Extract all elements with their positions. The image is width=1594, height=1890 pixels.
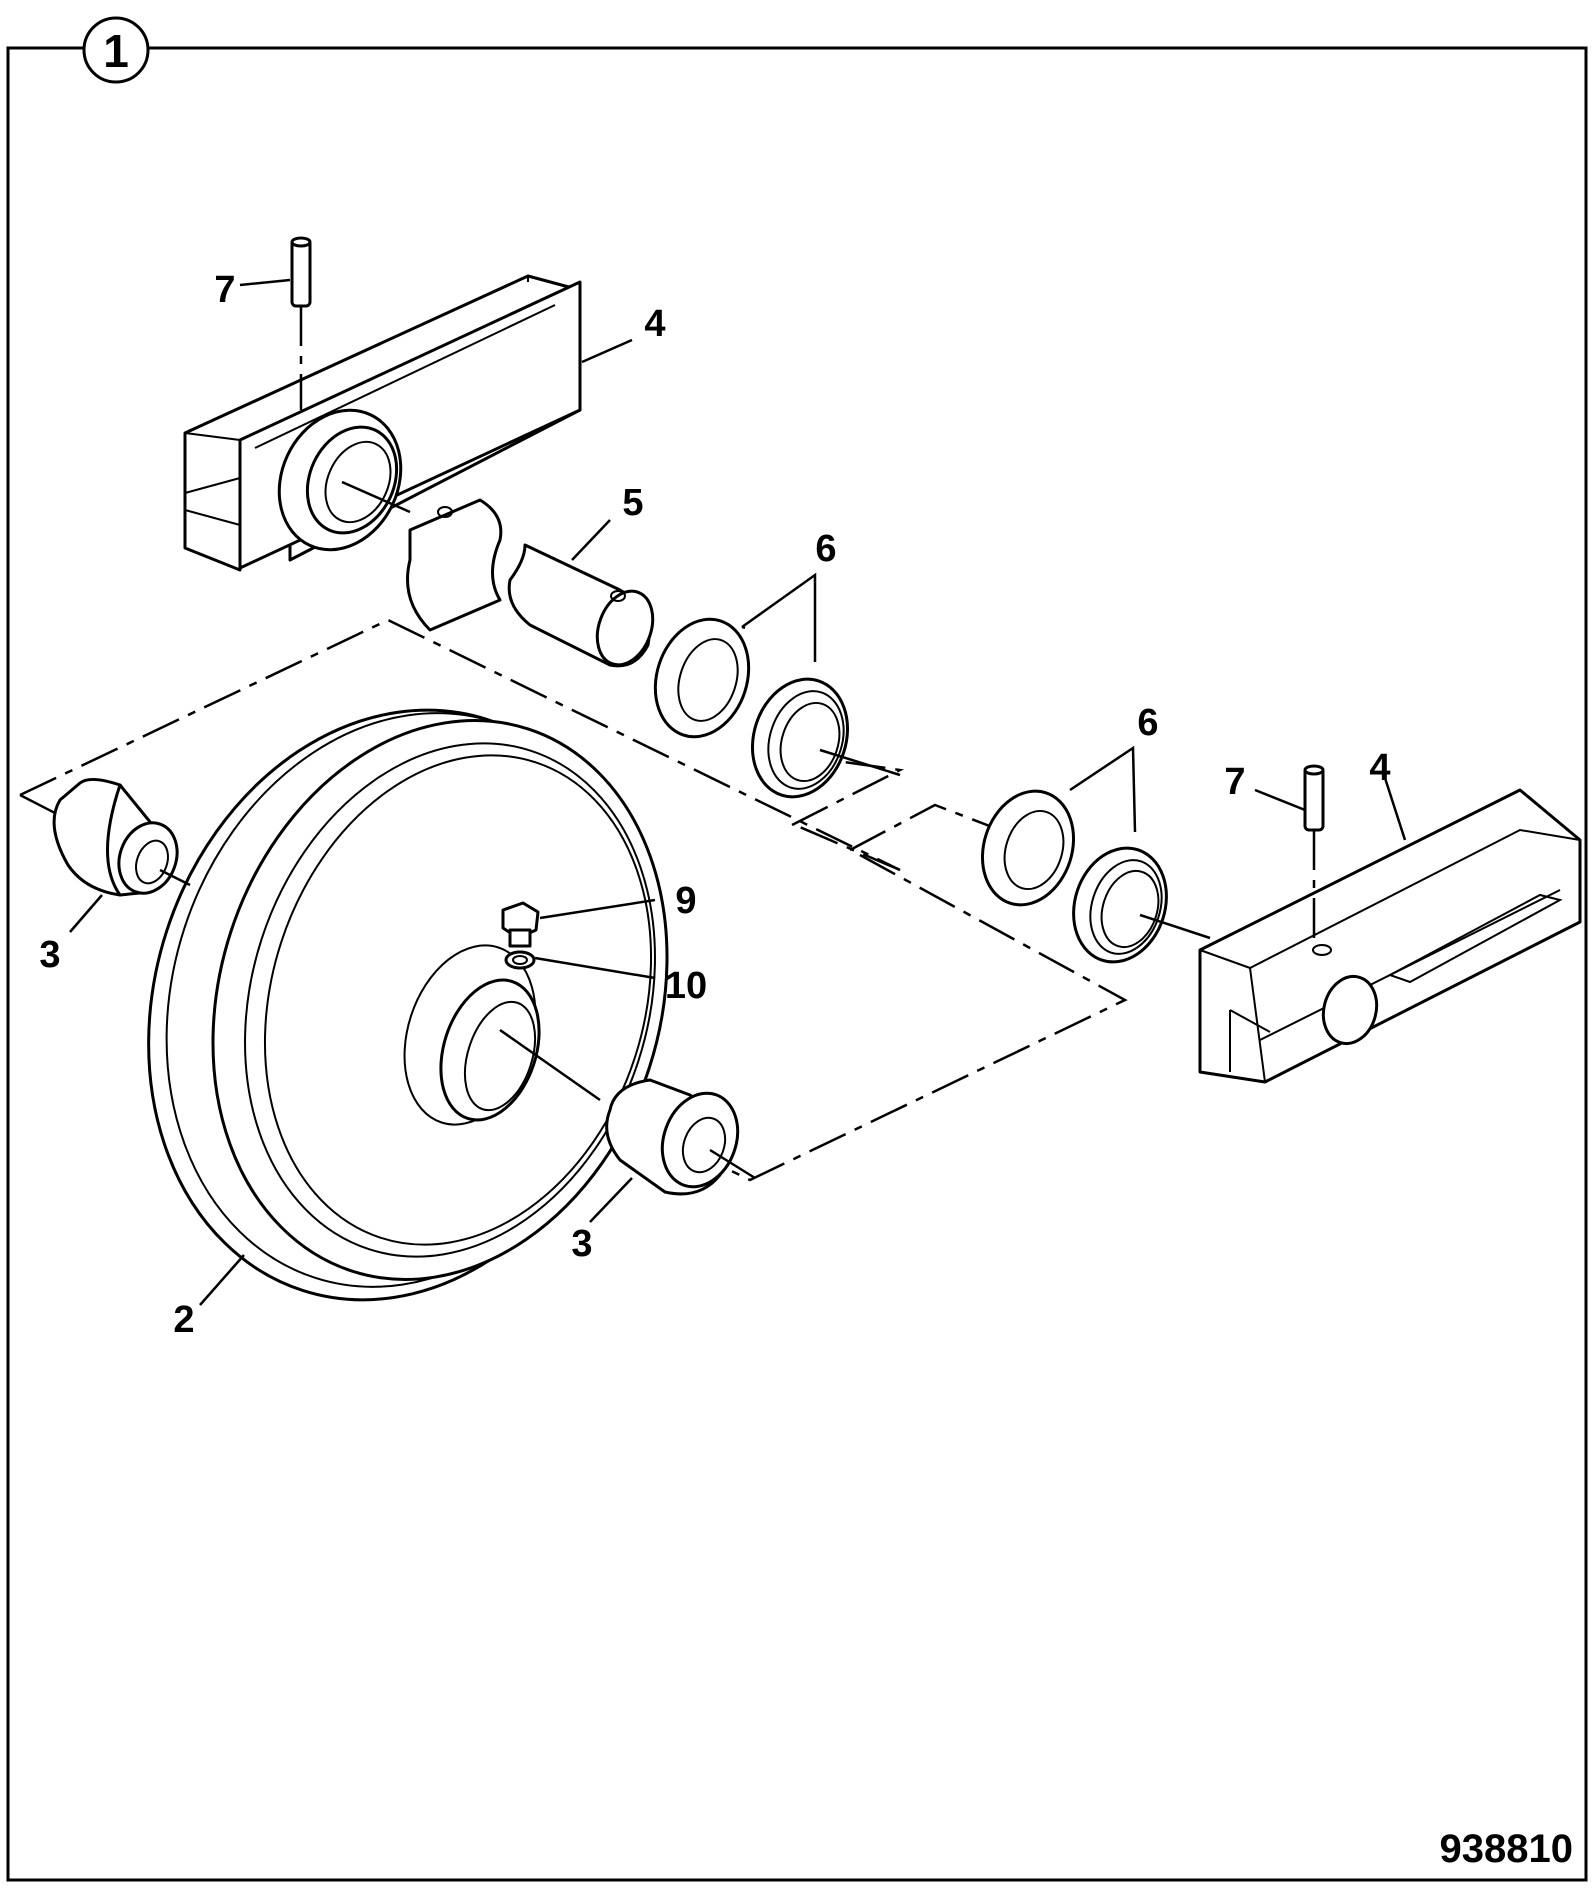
track-frame-upper	[183, 274, 582, 572]
callout-5: 5	[622, 482, 643, 524]
callout-10: 10	[665, 965, 707, 1007]
drawing-number: 938810	[1440, 1827, 1573, 1871]
sealing-washer	[504, 950, 536, 970]
seal-rings-upper	[653, 617, 901, 799]
track-frame-lower	[1198, 788, 1582, 1084]
figure-number: 1	[103, 25, 129, 77]
callout-7-lower: 7	[1224, 761, 1245, 803]
callout-leaders	[69, 278, 1407, 1306]
callout-7-upper: 7	[214, 269, 235, 311]
bushing-right	[605, 1078, 756, 1196]
idler-wheel	[147, 708, 669, 1302]
callout-2: 2	[173, 1299, 194, 1341]
callout-3-right: 3	[571, 1223, 592, 1265]
diagram-frame	[6, 46, 1588, 1882]
callout-6-lower: 6	[1137, 702, 1158, 744]
bushing-left	[52, 778, 191, 897]
callout-6-upper: 6	[815, 528, 836, 570]
figure-number-badge: 1	[82, 16, 150, 84]
idler-shaft	[341, 480, 655, 668]
filler-plug	[501, 901, 540, 948]
roll-pin-lower	[1303, 764, 1325, 945]
callout-3-left: 3	[39, 934, 60, 976]
roll-pin-upper	[290, 236, 312, 410]
callout-9: 9	[675, 880, 696, 922]
callout-4-upper: 4	[644, 303, 665, 345]
seal-rings-lower	[980, 789, 1211, 964]
callout-4-lower: 4	[1369, 747, 1390, 789]
